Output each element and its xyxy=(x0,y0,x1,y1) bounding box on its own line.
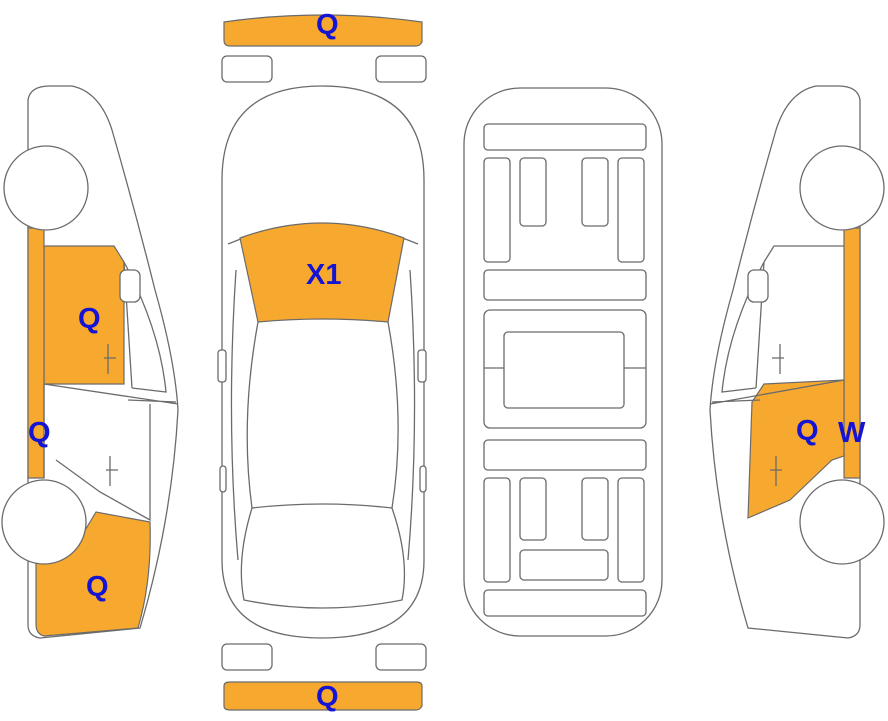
side-window-left xyxy=(230,269,239,561)
rear-window-line xyxy=(240,507,406,609)
front-bumper-panel[interactable] xyxy=(223,14,423,47)
underside-front-bar xyxy=(483,123,647,151)
right-front-wheel xyxy=(799,479,885,565)
front-right-light xyxy=(375,55,427,83)
left-front-fender-code: Q xyxy=(86,571,109,603)
underside-rear-left-rail xyxy=(483,477,511,583)
side-window-right xyxy=(407,269,416,561)
front-bumper-code: Q xyxy=(316,9,339,41)
rear-right-light xyxy=(375,643,427,671)
underside-rear-right-rail xyxy=(617,477,645,583)
left-front-fender-panel[interactable] xyxy=(35,511,151,637)
left-rocker-code: Q xyxy=(28,417,51,449)
underside-rear-right-pan xyxy=(581,477,609,541)
front-left-light xyxy=(221,55,273,83)
left-front-wheel xyxy=(1,479,87,565)
underside-crossmember-2 xyxy=(483,439,647,471)
roof-outline xyxy=(246,321,399,509)
right-handle-top xyxy=(419,465,427,493)
left-front-door-code: Q xyxy=(78,303,101,335)
underside-front-left-rail xyxy=(483,157,511,263)
left-handle-top xyxy=(219,465,227,493)
right-side-rear-door-line xyxy=(763,245,844,263)
right-rocker-code: W xyxy=(838,417,866,449)
underside-front-left-pan xyxy=(519,157,547,227)
right-mirror xyxy=(747,269,769,303)
rear-bumper-panel[interactable] xyxy=(223,681,423,711)
right-side-belt-line xyxy=(709,379,845,405)
left-mirror-top xyxy=(217,349,227,383)
right-front-door-panel[interactable] xyxy=(747,379,845,519)
underside-rear-tank xyxy=(519,549,609,581)
right-rear-wheel xyxy=(799,145,885,231)
right-front-door-handle xyxy=(772,344,784,374)
left-side-view: Q Q Q xyxy=(1,85,179,639)
right-rear-door-handle xyxy=(770,456,782,486)
underside-floor-center xyxy=(503,331,625,409)
left-mirror xyxy=(119,269,141,303)
right-side-view: Q W xyxy=(709,85,885,639)
top-view: Q X1 Q xyxy=(217,9,427,713)
rear-bumper-code: Q xyxy=(316,681,339,713)
windshield-code: X1 xyxy=(306,259,341,291)
top-view-body-outline xyxy=(221,85,425,639)
left-side-belt-line xyxy=(43,383,179,405)
rear-left-light xyxy=(221,643,273,671)
underside-view xyxy=(463,87,663,637)
underside-rear-bar xyxy=(483,589,647,617)
left-rear-wheel xyxy=(3,145,89,231)
underside-front-right-rail xyxy=(617,157,645,263)
windshield-panel[interactable] xyxy=(239,222,405,323)
left-side-rear-door-line xyxy=(43,384,151,522)
left-front-door-handle xyxy=(104,344,116,374)
underside-front-right-pan xyxy=(581,157,609,227)
underside-crossmember-1 xyxy=(483,269,647,301)
right-mirror-top xyxy=(417,349,427,383)
right-front-door-code: Q xyxy=(796,415,819,447)
underside-rear-left-pan xyxy=(519,477,547,541)
left-rear-door-handle xyxy=(106,456,118,486)
